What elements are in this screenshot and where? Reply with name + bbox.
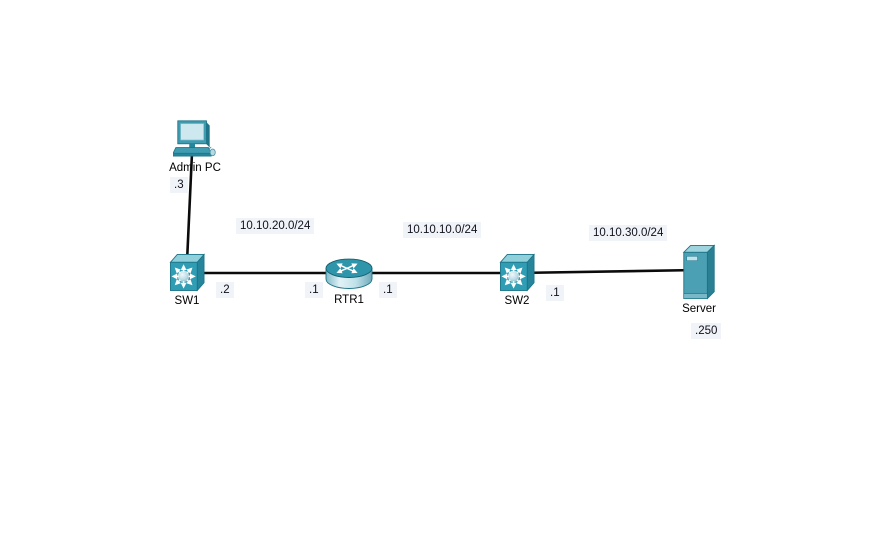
- note-adminpc-address: .3: [170, 177, 188, 193]
- note-rtr1-left-interface: .1: [305, 282, 323, 298]
- note-subnet-middle: 10.10.10.0/24: [403, 222, 482, 238]
- note-rtr1-right-interface: .1: [379, 282, 397, 298]
- device-label-sw2: SW2: [504, 295, 530, 307]
- switch-icon: [169, 253, 206, 292]
- device-rtr1[interactable]: RTR1: [305, 258, 393, 307]
- note-sw2-interface: .1: [546, 285, 564, 301]
- note-server-address: .250: [691, 323, 722, 339]
- device-admin-pc[interactable]: Admin PC: [151, 119, 239, 175]
- device-server[interactable]: Server: [655, 244, 743, 316]
- device-label-server: Server: [682, 303, 716, 315]
- server-icon: [683, 245, 715, 299]
- link-adminpc-sw1[interactable]: [185, 151, 194, 264]
- note-subnet-right: 10.10.30.0/24: [589, 225, 668, 241]
- device-label-sw1: SW1: [174, 295, 200, 307]
- device-label-rtr1: RTR1: [334, 294, 364, 306]
- link-sw2-server[interactable]: [515, 268, 700, 275]
- router-icon: [325, 258, 373, 291]
- device-label-admin-pc: Admin PC: [169, 162, 221, 174]
- device-sw1[interactable]: SW1: [143, 253, 231, 308]
- pc-icon: [173, 120, 216, 157]
- note-sw1-interface: .2: [216, 282, 234, 298]
- device-sw2[interactable]: SW2: [473, 253, 561, 308]
- note-subnet-left: 10.10.20.0/24: [236, 218, 315, 234]
- switch-icon: [499, 253, 536, 292]
